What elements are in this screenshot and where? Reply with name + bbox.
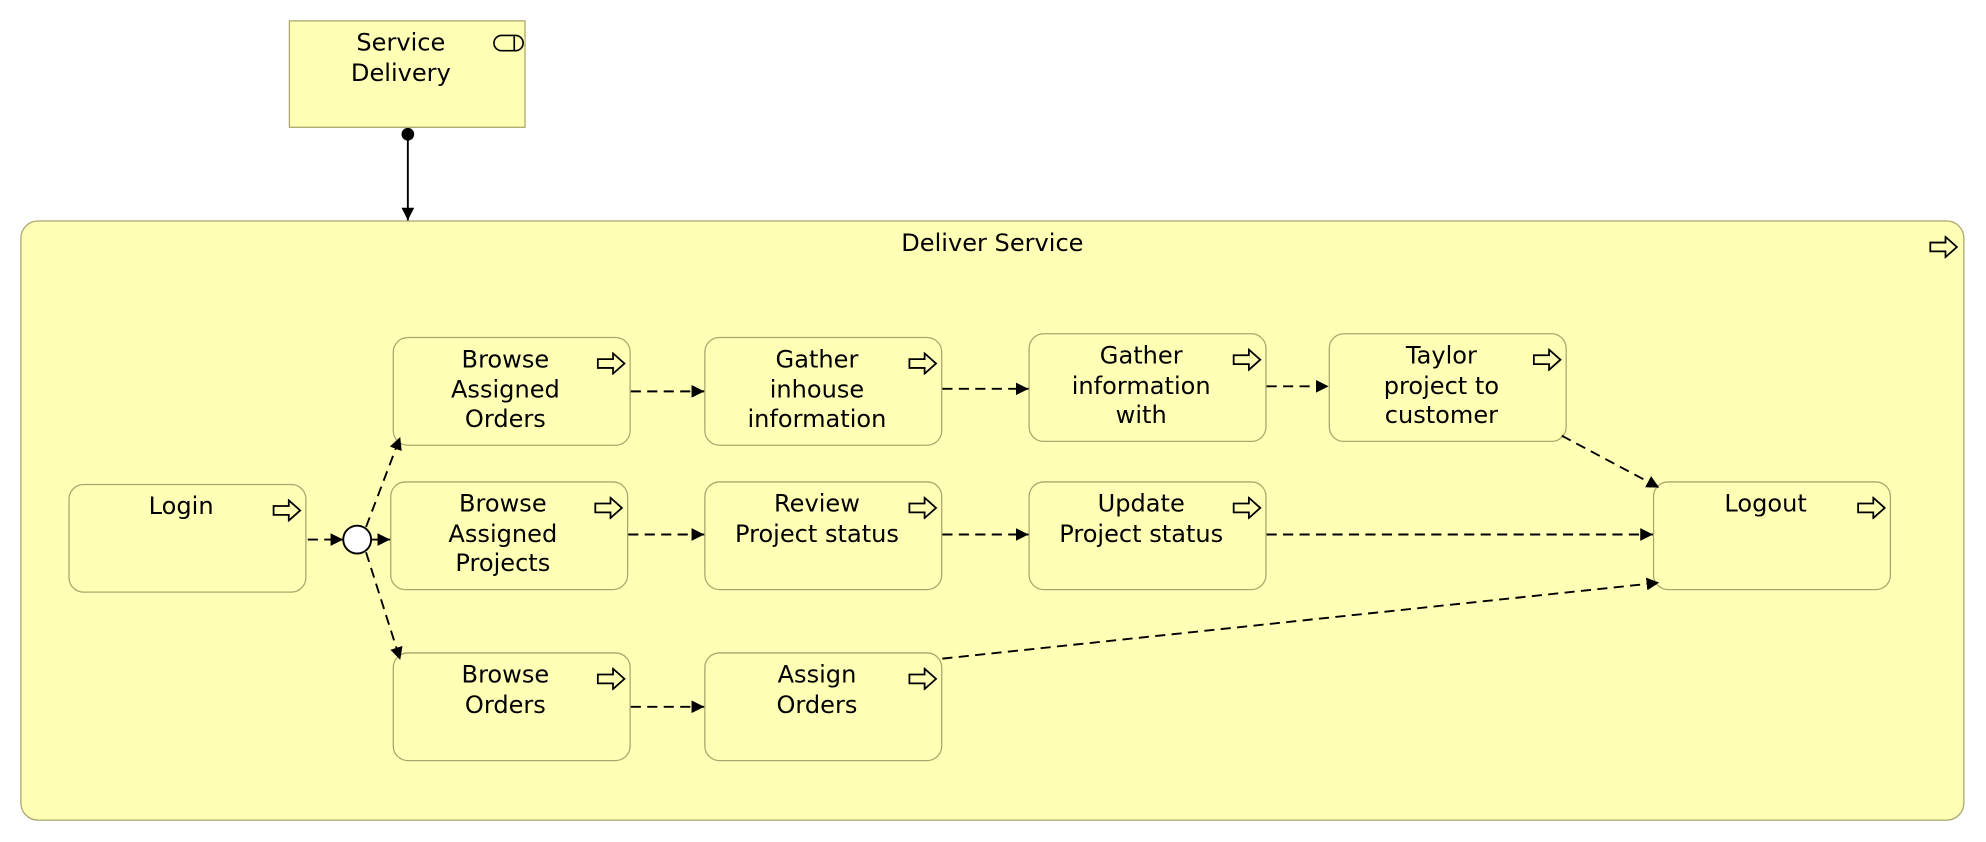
process-gather-information-with-label: Gather information with xyxy=(1071,341,1211,430)
process-gather-inhouse-information[interactable]: Gather inhouse information xyxy=(704,336,943,446)
process-gather-information-with[interactable]: Gather information with xyxy=(1028,333,1267,443)
flow-taylor-logout[interactable] xyxy=(1561,434,1660,489)
process-logout[interactable]: Logout xyxy=(1652,481,1892,591)
process-arrow-icon xyxy=(596,352,626,375)
flow-assign-logout[interactable] xyxy=(942,577,1660,660)
deliver-service-label: Deliver Service xyxy=(901,229,1084,258)
process-browse-assigned-orders[interactable]: Browse Assigned Orders xyxy=(392,336,631,446)
deliver-service-container[interactable]: Deliver Service xyxy=(20,220,1965,821)
service-delivery-node[interactable]: Service Delivery xyxy=(288,20,526,128)
process-arrow-icon xyxy=(1929,235,1959,259)
process-arrow-icon xyxy=(908,496,938,520)
process-taylor-project-label: Taylor project to customer xyxy=(1383,341,1500,430)
process-logout-label: Logout xyxy=(1724,490,1807,519)
process-assign-orders[interactable]: Assign Orders xyxy=(704,652,943,762)
process-arrow-icon xyxy=(908,352,938,375)
process-arrow-icon xyxy=(596,667,626,691)
process-update-project-status[interactable]: Update Project status xyxy=(1028,481,1267,591)
service-delivery-label: Service Delivery xyxy=(350,29,451,87)
process-review-project-status[interactable]: Review Project status xyxy=(704,481,943,591)
process-arrow-icon xyxy=(1857,496,1887,520)
process-review-project-status-label: Review Project status xyxy=(734,490,899,548)
process-browse-orders-label: Browse Orders xyxy=(461,661,550,719)
process-arrow-icon xyxy=(594,496,624,520)
flow-junction-browse-orders[interactable] xyxy=(365,551,403,661)
or-junction[interactable] xyxy=(342,524,373,555)
process-browse-assigned-projects[interactable]: Browse Assigned Projects xyxy=(390,481,629,591)
process-arrow-icon xyxy=(1232,348,1262,372)
process-browse-orders[interactable]: Browse Orders xyxy=(392,652,631,762)
flow-junction-browse-assigned-orders[interactable] xyxy=(365,436,402,528)
process-assign-orders-label: Assign Orders xyxy=(776,661,858,719)
process-browse-assigned-projects-label: Browse Assigned Projects xyxy=(448,490,558,578)
process-browse-assigned-orders-label: Browse Assigned Orders xyxy=(450,345,560,434)
process-arrow-icon xyxy=(1532,348,1562,372)
process-arrow-icon xyxy=(272,499,302,522)
process-update-project-status-label: Update Project status xyxy=(1059,490,1224,548)
process-login-label: Login xyxy=(148,492,214,521)
process-taylor-project[interactable]: Taylor project to customer xyxy=(1328,333,1567,443)
service-icon xyxy=(493,34,524,52)
process-arrow-icon xyxy=(1232,496,1262,520)
process-login[interactable]: Login xyxy=(68,483,307,593)
process-arrow-icon xyxy=(908,667,938,691)
process-gather-inhouse-information-label: Gather inhouse information xyxy=(747,345,887,434)
